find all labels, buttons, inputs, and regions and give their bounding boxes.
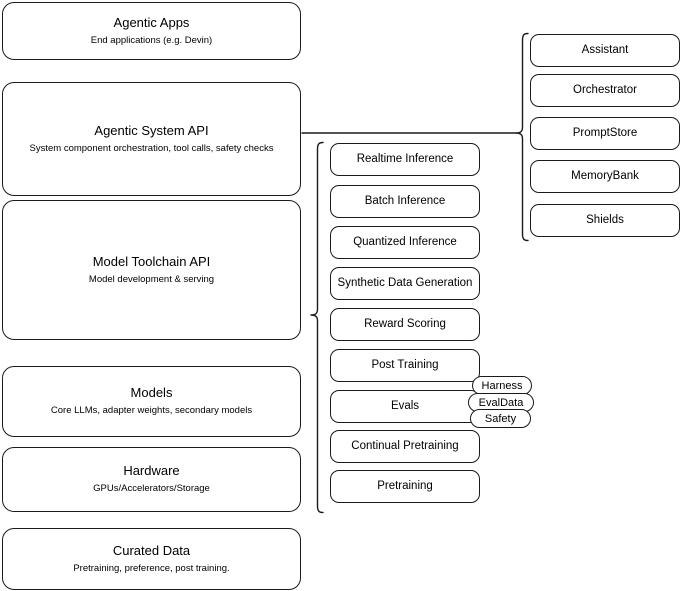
stack-layer-model-toolchain-api[interactable]: Model Toolchain API Model development & … <box>2 200 301 340</box>
layer-title: Agentic System API <box>94 122 209 138</box>
toolchain-item-quantized-inference[interactable]: Quantized Inference <box>330 226 480 259</box>
toolchain-item-label: Quantized Inference <box>353 236 457 249</box>
toolchain-item-synthetic-data-generation[interactable]: Synthetic Data Generation <box>330 267 480 300</box>
stack-layer-agentic-apps[interactable]: Agentic Apps End applications (e.g. Devi… <box>2 2 301 60</box>
layer-subtitle: Core LLMs, adapter weights, secondary mo… <box>50 405 253 417</box>
evals-pill-safety[interactable]: Safety <box>470 409 531 428</box>
toolchain-item-label: Post Training <box>371 359 439 372</box>
stack-layer-curated-data[interactable]: Curated Data Pretraining, preference, po… <box>2 528 301 590</box>
stack-layer-hardware[interactable]: Hardware GPUs/Accelerators/Storage <box>2 447 301 512</box>
agentic-item-orchestrator[interactable]: Orchestrator <box>530 74 680 107</box>
layer-subtitle: Pretraining, preference, post training. <box>73 562 230 574</box>
agentic-item-promptstore[interactable]: PromptStore <box>530 117 680 150</box>
toolchain-item-post-training[interactable]: Post Training <box>330 349 480 382</box>
layer-title: Curated Data <box>112 542 191 558</box>
agentic-item-label: Shields <box>586 214 624 227</box>
agentic-item-assistant[interactable]: Assistant <box>530 34 680 67</box>
toolchain-item-realtime-inference[interactable]: Realtime Inference <box>330 143 480 176</box>
brace-agentic-components <box>515 32 529 242</box>
stack-layer-agentic-system-api[interactable]: Agentic System API System component orch… <box>2 82 301 196</box>
toolchain-item-evals[interactable]: Evals <box>330 390 480 423</box>
toolchain-item-label: Realtime Inference <box>356 153 454 166</box>
layer-title: Model Toolchain API <box>92 253 211 269</box>
agentic-item-label: Assistant <box>581 44 629 57</box>
toolchain-item-pretraining[interactable]: Pretraining <box>330 470 480 503</box>
agentic-item-label: MemoryBank <box>571 170 639 183</box>
agentic-item-label: PromptStore <box>572 127 638 140</box>
evals-pill-harness[interactable]: Harness <box>472 376 532 395</box>
agentic-item-memorybank[interactable]: MemoryBank <box>530 160 680 193</box>
toolchain-item-reward-scoring[interactable]: Reward Scoring <box>330 308 480 341</box>
brace-toolchain-components <box>310 141 324 514</box>
evals-pill-evaldata[interactable]: EvalData <box>468 393 534 412</box>
evals-pill-label: Harness <box>481 379 523 392</box>
toolchain-item-label: Evals <box>390 400 420 413</box>
layer-subtitle: End applications (e.g. Devin) <box>90 34 213 46</box>
layer-title: Models <box>130 385 173 401</box>
agentic-item-shields[interactable]: Shields <box>530 204 680 237</box>
toolchain-item-label: Reward Scoring <box>364 318 446 331</box>
layer-subtitle: System component orchestration, tool cal… <box>29 142 274 154</box>
stack-layer-models[interactable]: Models Core LLMs, adapter weights, secon… <box>2 366 301 437</box>
layer-subtitle: Model development & serving <box>88 273 215 285</box>
layer-title: Agentic Apps <box>113 14 190 30</box>
agentic-item-label: Orchestrator <box>573 84 637 97</box>
toolchain-item-label: Continual Pretraining <box>351 440 459 453</box>
toolchain-item-label: Pretraining <box>377 480 433 493</box>
layer-title: Hardware <box>123 463 180 479</box>
toolchain-item-label: Batch Inference <box>364 195 446 208</box>
toolchain-item-label: Synthetic Data Generation <box>337 277 473 290</box>
evals-pill-label: EvalData <box>478 396 524 409</box>
toolchain-item-continual-pretraining[interactable]: Continual Pretraining <box>330 430 480 463</box>
layer-subtitle: GPUs/Accelerators/Storage <box>93 483 210 495</box>
evals-pill-label: Safety <box>484 412 517 425</box>
toolchain-item-batch-inference[interactable]: Batch Inference <box>330 185 480 218</box>
